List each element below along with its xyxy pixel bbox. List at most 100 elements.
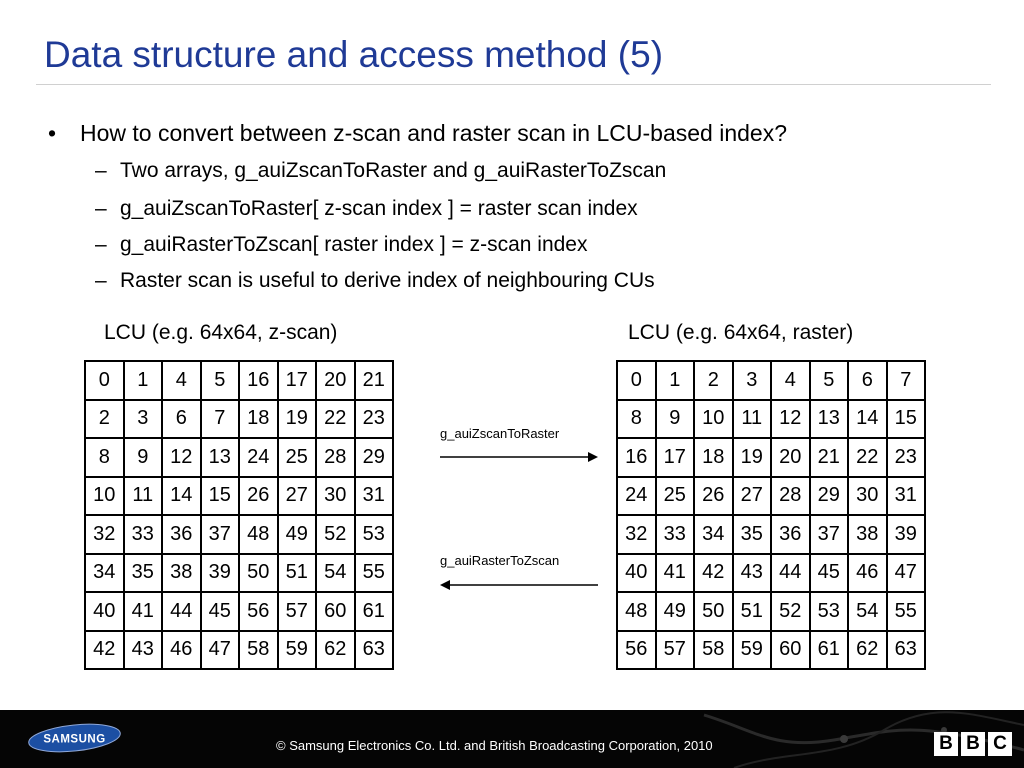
grid-cell: 0 [616,360,657,401]
grid-cell: 26 [693,475,734,516]
grid-cell: 46 [161,629,202,670]
grid-cell: 23 [353,398,394,439]
grid-cell: 50 [693,591,734,632]
grid-cell: 28 [770,475,811,516]
grid-cell: 9 [654,398,695,439]
grid-cell: 35 [122,552,163,593]
grid-cell: 24 [238,437,279,478]
grid-cell: 60 [770,629,811,670]
grid-cell: 45 [199,591,240,632]
grid-cell: 33 [654,514,695,555]
grid-cell: 13 [808,398,849,439]
grid-cell: 48 [616,591,657,632]
grid-cell: 7 [885,360,926,401]
copyright-text: © Samsung Electronics Co. Ltd. and Briti… [276,738,713,753]
grid-cell: 15 [885,398,926,439]
samsung-logo-text: SAMSUNG [43,734,105,746]
grid-cell: 58 [693,629,734,670]
grid-cell: 40 [84,591,125,632]
grid-cell: 6 [847,360,888,401]
zscan-grid-label: LCU (e.g. 64x64, z-scan) [104,321,338,344]
grid-cell: 32 [84,514,125,555]
footer-bar: SAMSUNG © Samsung Electronics Co. Ltd. a… [0,710,1024,768]
grid-cell: 6 [161,398,202,439]
grid-cell: 38 [161,552,202,593]
grid-cell: 56 [238,591,279,632]
grid-cell: 53 [808,591,849,632]
grid-cell: 2 [693,360,734,401]
grid-cell: 25 [654,475,695,516]
grid-cell: 51 [276,552,317,593]
grid-cell: 39 [199,552,240,593]
grid-cell: 37 [199,514,240,555]
grid-cell: 5 [199,360,240,401]
grid-cell: 52 [315,514,356,555]
grid-cell: 47 [885,552,926,593]
grid-cell: 29 [808,475,849,516]
sub-bullet-text: Raster scan is useful to derive index of… [120,269,655,292]
grid-cell: 62 [315,629,356,670]
grid-cell: 47 [199,629,240,670]
grid-cell: 22 [315,398,356,439]
grid-cell: 18 [693,437,734,478]
grid-cell: 63 [885,629,926,670]
grid-cell: 33 [122,514,163,555]
grid-cell: 30 [315,475,356,516]
grid-cell: 36 [161,514,202,555]
grid-cell: 52 [770,591,811,632]
grid-cell: 39 [885,514,926,555]
grid-cell: 4 [770,360,811,401]
grid-cell: 50 [238,552,279,593]
grid-cell: 7 [199,398,240,439]
grid-cell: 44 [770,552,811,593]
grid-cell: 51 [731,591,772,632]
grid-cell: 15 [199,475,240,516]
grid-cell: 61 [353,591,394,632]
grid-cell: 54 [847,591,888,632]
grid-cell: 26 [238,475,279,516]
grid-cell: 14 [161,475,202,516]
grid-cell: 55 [353,552,394,593]
grid-cell: 59 [731,629,772,670]
grid-cell: 40 [616,552,657,593]
grid-cell: 24 [616,475,657,516]
grid-cell: 27 [731,475,772,516]
bbc-logo-letter: C [988,732,1012,756]
grid-cell: 12 [770,398,811,439]
sub-bullet-text: Two arrays, g_auiZscanToRaster and g_aui… [120,159,667,182]
grid-cell: 45 [808,552,849,593]
grid-cell: 20 [315,360,356,401]
grid-cell: 29 [353,437,394,478]
grid-cell: 54 [315,552,356,593]
grid-cell: 17 [654,437,695,478]
sub-bullet-text: g_auiRasterToZscan[ raster index ] = z-s… [120,233,588,256]
forward-arrow-label: g_auiZscanToRaster [440,426,560,441]
grid-cell: 16 [238,360,279,401]
left-arrow-icon [440,580,598,590]
grid-cell: 57 [276,591,317,632]
bbc-logo-letter: B [934,732,958,756]
grid-cell: 21 [353,360,394,401]
grid-cell: 55 [885,591,926,632]
main-bullet-text: How to convert between z-scan and raster… [80,120,787,146]
slide-title: Data structure and access method (5) [44,34,664,75]
title-divider [36,84,991,85]
grid-cell: 14 [847,398,888,439]
grid-cell: 46 [847,552,888,593]
grid-cell: 42 [84,629,125,670]
grid-cell: 61 [808,629,849,670]
grid-cell: 17 [276,360,317,401]
sub-bullet-text: g_auiZscanToRaster[ z-scan index ] = ras… [120,197,638,220]
grid-cell: 1 [122,360,163,401]
grid-cell: 11 [731,398,772,439]
grid-cell: 2 [84,398,125,439]
grid-cell: 63 [353,629,394,670]
